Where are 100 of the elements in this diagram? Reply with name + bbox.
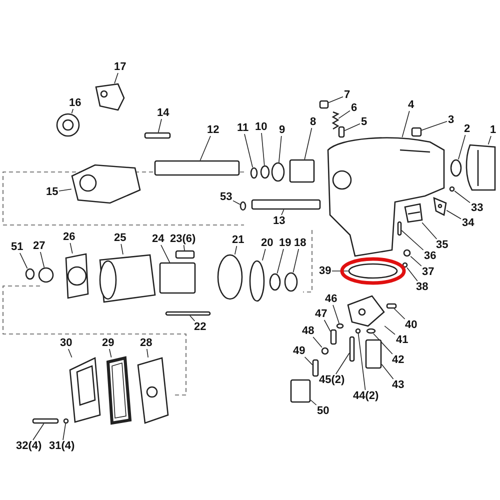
leader-line [278,136,282,163]
leader-line [344,123,360,131]
leader-line [276,248,284,274]
seal-part [366,328,376,334]
pin-part [397,221,402,236]
leader-line [68,348,72,358]
washer-part [355,328,361,334]
leader-line [406,267,418,282]
callout-number: 51 [10,241,24,253]
callout-number: 48 [301,325,316,337]
washer-part [271,162,285,182]
leader-line [394,308,406,320]
callout-number: 9 [278,124,286,136]
callout-number: 15 [45,186,60,198]
leader-line [328,96,344,103]
leader-line [324,320,331,332]
leader-line [401,230,424,250]
leader-line [190,315,196,322]
callout-number: 33 [470,202,484,214]
spring-part [312,359,319,377]
leader-line [70,242,73,254]
callout-number: 19 [278,237,292,249]
callout-number: 26 [62,231,76,243]
leader-line [109,348,112,358]
callout-number: 30 [59,337,74,349]
leader-line [338,110,350,119]
washer-part [260,165,270,179]
spring-part [332,111,340,130]
bolt-part [349,336,355,362]
leader-line [58,188,72,192]
pin-part [144,132,171,139]
leader-line [402,110,410,138]
callout-number: 40 [404,319,418,331]
leader-line [304,356,313,366]
end-plate-part [217,254,243,300]
ball-part [402,262,408,268]
leader-line [262,248,266,261]
callout-number: 44(2) [352,390,380,402]
o-ring-part [240,201,246,211]
callout-number: 25 [113,232,128,244]
screw-part [319,100,329,109]
callout-number: 21 [231,234,246,246]
leader-line [292,248,299,273]
leader-line [358,333,366,390]
pin-part [165,311,211,316]
valve-stem-part [330,329,337,345]
anvil-part [154,160,240,176]
cover-plate-part [69,357,101,423]
callout-number: 49 [292,345,306,357]
leader-line [71,108,74,114]
end-plate-part [65,253,89,299]
callout-number: 34 [461,217,476,229]
leader-line [32,423,44,440]
leader-line [304,128,312,160]
callout-number: 1 [489,124,498,136]
leader-line [454,190,470,204]
callout-number: 10 [254,121,268,133]
pin-part [403,249,411,257]
leader-line [310,400,317,406]
callout-number: 39 [318,265,332,277]
leader-line [373,333,393,354]
valve-part [251,199,321,210]
callout-number: 7 [343,89,352,101]
screw-part [386,303,397,309]
leader-line [381,364,394,380]
clamp-part [95,83,125,111]
bushing-part [289,159,315,183]
latch-part [433,196,447,216]
leader-line [158,118,162,133]
leader-line [410,256,422,266]
leader-line [336,352,350,374]
callout-number: 8 [309,116,318,128]
callout-number: 18 [293,237,308,249]
callout-number: 13 [272,215,286,227]
callout-number: 22 [193,321,208,333]
callout-number: 32(4) [15,440,43,452]
callout-number: 2 [463,123,472,135]
rotor-part [159,262,196,294]
callout-number: 17 [113,61,128,73]
vane-part [175,250,195,259]
washer-part [321,347,329,355]
callout-number: 45(2) [318,374,346,386]
bearing-part [284,272,298,292]
callout-number: 24 [151,233,166,245]
o-ring-part [250,167,258,179]
leader-line [234,246,238,255]
leader-line [232,200,240,205]
callout-number: 50 [316,405,330,417]
callout-number: 20 [260,237,274,249]
callout-number: 42 [391,354,406,366]
cap-part [466,144,496,191]
washer-part [63,418,69,424]
leader-line [332,304,340,324]
callout-number: 27 [32,240,46,252]
leader-line [261,132,265,166]
callout-number: 5 [360,116,368,128]
nut-part [56,113,80,137]
leader-line [20,252,28,269]
o-ring-part [249,260,265,302]
leader-line [312,336,322,348]
